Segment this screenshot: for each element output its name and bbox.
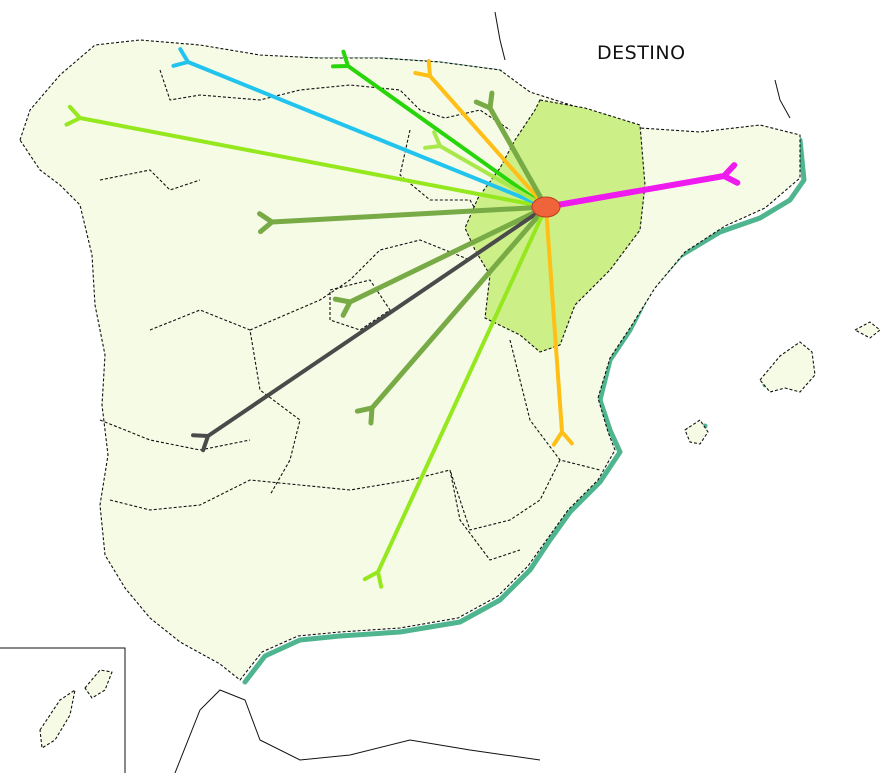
canary-island-fuerteventura [39,689,76,749]
route-navarra [473,90,549,210]
route-extremadura [191,205,548,453]
route-galicia-arrow-tail [64,104,82,127]
canary-island-lanzarote [84,669,113,699]
route-extremadura-arrow-tail [191,433,210,453]
mallorca-island [759,341,816,393]
route-valencia-line [544,205,564,434]
route-madrid-arrow-tail [332,296,353,318]
route-la-rioja-arrow-tail [423,130,442,150]
route-lines [64,47,741,589]
route-castilla-la-mancha-line [369,204,549,411]
route-madrid [332,204,549,318]
origin-marker[interactable] [531,196,561,218]
route-galicia [64,104,548,209]
route-castilla-leon-arrow-tail [257,211,275,235]
route-navarra-line [487,105,549,210]
route-la-rioja-line [438,144,548,209]
route-castilla-leon [257,204,549,235]
route-navarra-arrow-tail [473,90,495,111]
route-andalucia-line [376,205,548,574]
east-coast-shadow [242,137,807,685]
route-pais-vasco-line [428,74,548,209]
region-borders [99,69,601,561]
route-pais-vasco-arrow-tail [413,59,432,78]
route-castilla-la-mancha-arrow-tail [354,405,375,426]
route-asturias [171,47,548,209]
route-cantabria-line [346,64,548,209]
canary-inset-frame [0,647,126,773]
peninsula-land [19,39,801,681]
route-cantabria [331,49,548,209]
route-asturias-arrow-tail [171,47,190,68]
route-valencia [544,205,574,447]
route-asturias-line [186,60,548,209]
route-castilla-leon-line [269,204,549,225]
france-border [494,11,791,119]
route-andalucia [362,205,548,589]
route-cataluna [543,162,741,210]
route-valencia-arrow-tail [551,430,574,447]
route-madrid-line [347,204,549,305]
route-pais-vasco [413,59,548,209]
route-extremadura-line [206,205,548,438]
route-cantabria-arrow-tail [331,49,350,69]
route-andalucia-arrow-tail [362,570,384,589]
menorca-island [854,321,881,339]
route-la-rioja [423,130,548,209]
route-castilla-la-mancha [354,204,549,426]
north-africa-coast [174,689,541,773]
route-galicia-line [78,116,548,209]
map-title: DESTINO [597,42,686,64]
ibiza-island [684,419,709,445]
route-cataluna-arrow-tail [721,162,741,186]
route-cataluna-line [543,173,727,210]
